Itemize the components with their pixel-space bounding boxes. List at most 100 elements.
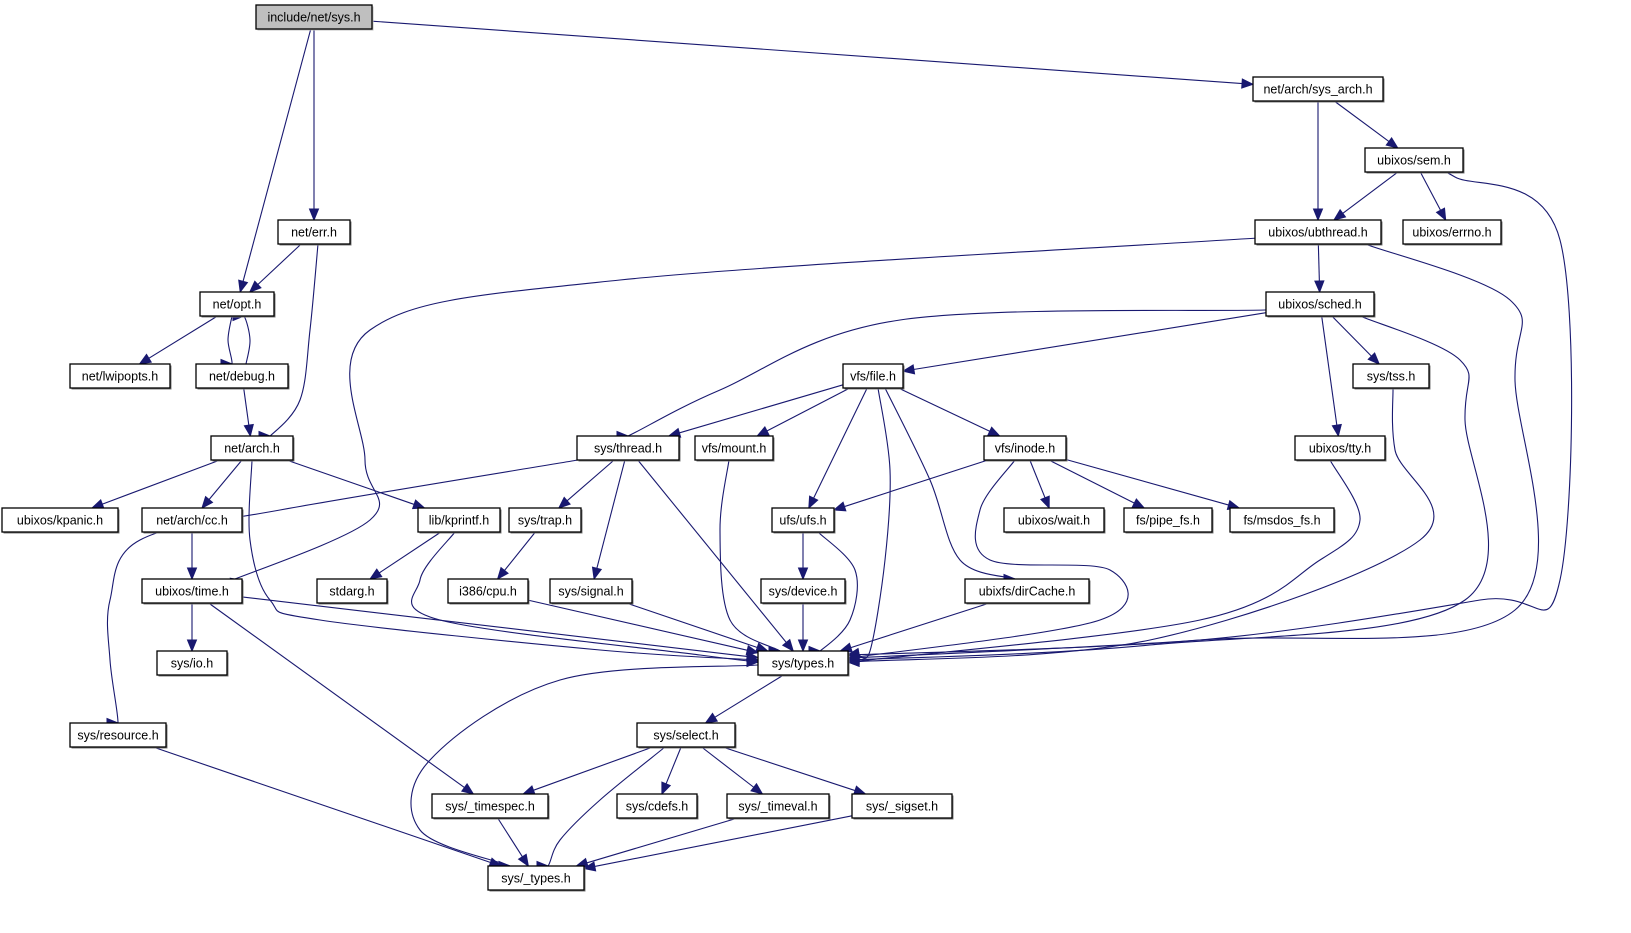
node-file[interactable]: vfs/file.h xyxy=(842,363,905,390)
node-label: sys/tss.h xyxy=(1367,370,1416,384)
edge-opt-to-lwipopts xyxy=(138,315,218,365)
node-resource[interactable]: sys/resource.h xyxy=(69,722,168,749)
node-label: sys/_sigset.h xyxy=(866,800,938,814)
node-sys[interactable]: include/net/sys.h xyxy=(255,4,374,31)
node-box xyxy=(431,793,549,819)
edge-file-to-inode xyxy=(898,387,1001,437)
edge-arrowhead xyxy=(591,566,603,581)
node-label: ubixos/kpanic.h xyxy=(17,514,103,528)
edge-line xyxy=(898,387,992,433)
node-errno[interactable]: ubixos/errno.h xyxy=(1402,219,1503,246)
edge-sched-to-tty xyxy=(1321,315,1342,438)
node-label: net/arch/sys_arch.h xyxy=(1263,83,1372,97)
node-timeval[interactable]: sys/_timeval.h xyxy=(726,793,831,820)
edge-line xyxy=(286,459,417,506)
node-box xyxy=(964,578,1090,604)
node-box xyxy=(508,507,582,533)
edge-sys-to-opt xyxy=(238,28,312,294)
edge-ubthread-to-types xyxy=(825,239,1540,663)
node-trap[interactable]: sys/trap.h xyxy=(508,507,583,534)
edge-kprintf-to-stdarg xyxy=(368,531,442,580)
edge-line xyxy=(764,387,851,433)
edge-select-to-timeval xyxy=(701,746,764,795)
node-box xyxy=(1265,291,1375,317)
edge-line xyxy=(1333,100,1391,144)
node-label: ubixos/errno.h xyxy=(1412,226,1491,240)
node-thread[interactable]: sys/thread.h xyxy=(576,435,681,462)
node-label: sys/device.h xyxy=(769,585,838,599)
node-debug[interactable]: net/debug.h xyxy=(195,363,290,390)
edge-line xyxy=(377,531,442,575)
node-msdos-fs[interactable]: fs/msdos_fs.h xyxy=(1229,507,1336,534)
node-ubthread[interactable]: ubixos/ubthread.h xyxy=(1254,219,1383,246)
node-select[interactable]: sys/select.h xyxy=(636,722,737,749)
edge-select-to-timespec xyxy=(521,746,654,796)
node-label: sys/resource.h xyxy=(77,729,158,743)
edge-arrowhead xyxy=(808,495,819,510)
edge-thread-to-types xyxy=(637,459,795,653)
node-dircache[interactable]: ubixfs/dirCache.h xyxy=(964,578,1091,605)
node-sigset[interactable]: sys/_sigset.h xyxy=(851,793,954,820)
node--types[interactable]: sys/_types.h xyxy=(487,865,586,892)
node-opt[interactable]: net/opt.h xyxy=(199,291,276,318)
edge-arch-to-kprintf xyxy=(286,459,426,510)
edge-line xyxy=(242,28,312,284)
node-io[interactable]: sys/io.h xyxy=(156,650,229,677)
node-kpanic[interactable]: ubixos/kpanic.h xyxy=(1,507,120,534)
node-wait[interactable]: ubixos/wait.h xyxy=(1003,507,1106,534)
edge-arrowhead xyxy=(138,353,153,365)
edge-arrowhead xyxy=(1435,207,1447,222)
node-tty[interactable]: ubixos/tty.h xyxy=(1294,435,1387,462)
edge-arrowhead xyxy=(661,781,672,796)
node-box xyxy=(447,578,529,604)
node-box xyxy=(616,793,698,819)
edge-ubthread-to-sched xyxy=(1314,243,1325,294)
node-kprintf[interactable]: lib/kprintf.h xyxy=(417,507,502,534)
edge-arrowhead xyxy=(755,426,770,437)
edge-debug-to-arch xyxy=(243,387,254,438)
node-stdarg[interactable]: stdarg.h xyxy=(316,578,389,605)
node-err[interactable]: net/err.h xyxy=(277,219,352,246)
edge-line xyxy=(664,746,682,786)
node-timespec[interactable]: sys/_timespec.h xyxy=(431,793,550,820)
node-time[interactable]: ubixos/time.h xyxy=(141,578,244,605)
edge-line xyxy=(1419,171,1442,213)
node-mount[interactable]: vfs/mount.h xyxy=(694,435,775,462)
node-label: sys/_timespec.h xyxy=(445,800,535,814)
node-box xyxy=(141,507,243,533)
edge-line xyxy=(100,459,221,506)
node-box xyxy=(1003,507,1105,533)
edge-arrowhead xyxy=(750,782,764,795)
node-tss[interactable]: sys/tss.h xyxy=(1352,363,1431,390)
node-inode[interactable]: vfs/inode.h xyxy=(983,435,1068,462)
edge-line xyxy=(260,237,320,440)
node-label: sys/select.h xyxy=(653,729,718,743)
node-device[interactable]: sys/device.h xyxy=(760,578,847,605)
edge-line xyxy=(241,596,750,658)
edge-time-to-io xyxy=(186,603,198,653)
node-sem[interactable]: ubixos/sem.h xyxy=(1364,147,1465,174)
node-box xyxy=(69,363,171,389)
node-ufs[interactable]: ufs/ufs.h xyxy=(771,507,836,534)
edge-file-to-types xyxy=(846,381,891,660)
edge-select-to-sigset xyxy=(722,746,867,796)
node-label: sys/thread.h xyxy=(594,442,662,456)
node-lwipopts[interactable]: net/lwipopts.h xyxy=(69,363,172,390)
node-signal[interactable]: sys/signal.h xyxy=(549,578,634,605)
node-cc[interactable]: net/arch/cc.h xyxy=(141,507,244,534)
node-cdefs[interactable]: sys/cdefs.h xyxy=(616,793,699,820)
edge-line xyxy=(211,234,1305,590)
node-sched[interactable]: ubixos/sched.h xyxy=(1265,291,1376,318)
node-box xyxy=(255,4,373,30)
node-types[interactable]: sys/types.h xyxy=(757,650,850,677)
node-label: sys/io.h xyxy=(171,657,213,671)
node-label: sys/trap.h xyxy=(518,514,572,528)
node-label: vfs/file.h xyxy=(850,370,896,384)
node-sys-arch[interactable]: net/arch/sys_arch.h xyxy=(1252,76,1385,103)
edge-arrowhead xyxy=(1312,208,1324,222)
edge-arrowhead xyxy=(90,499,105,509)
node-arch[interactable]: net/arch.h xyxy=(210,435,295,462)
node-pipe-fs[interactable]: fs/pipe_fs.h xyxy=(1123,507,1214,534)
node-cpu[interactable]: i386/cpu.h xyxy=(447,578,530,605)
